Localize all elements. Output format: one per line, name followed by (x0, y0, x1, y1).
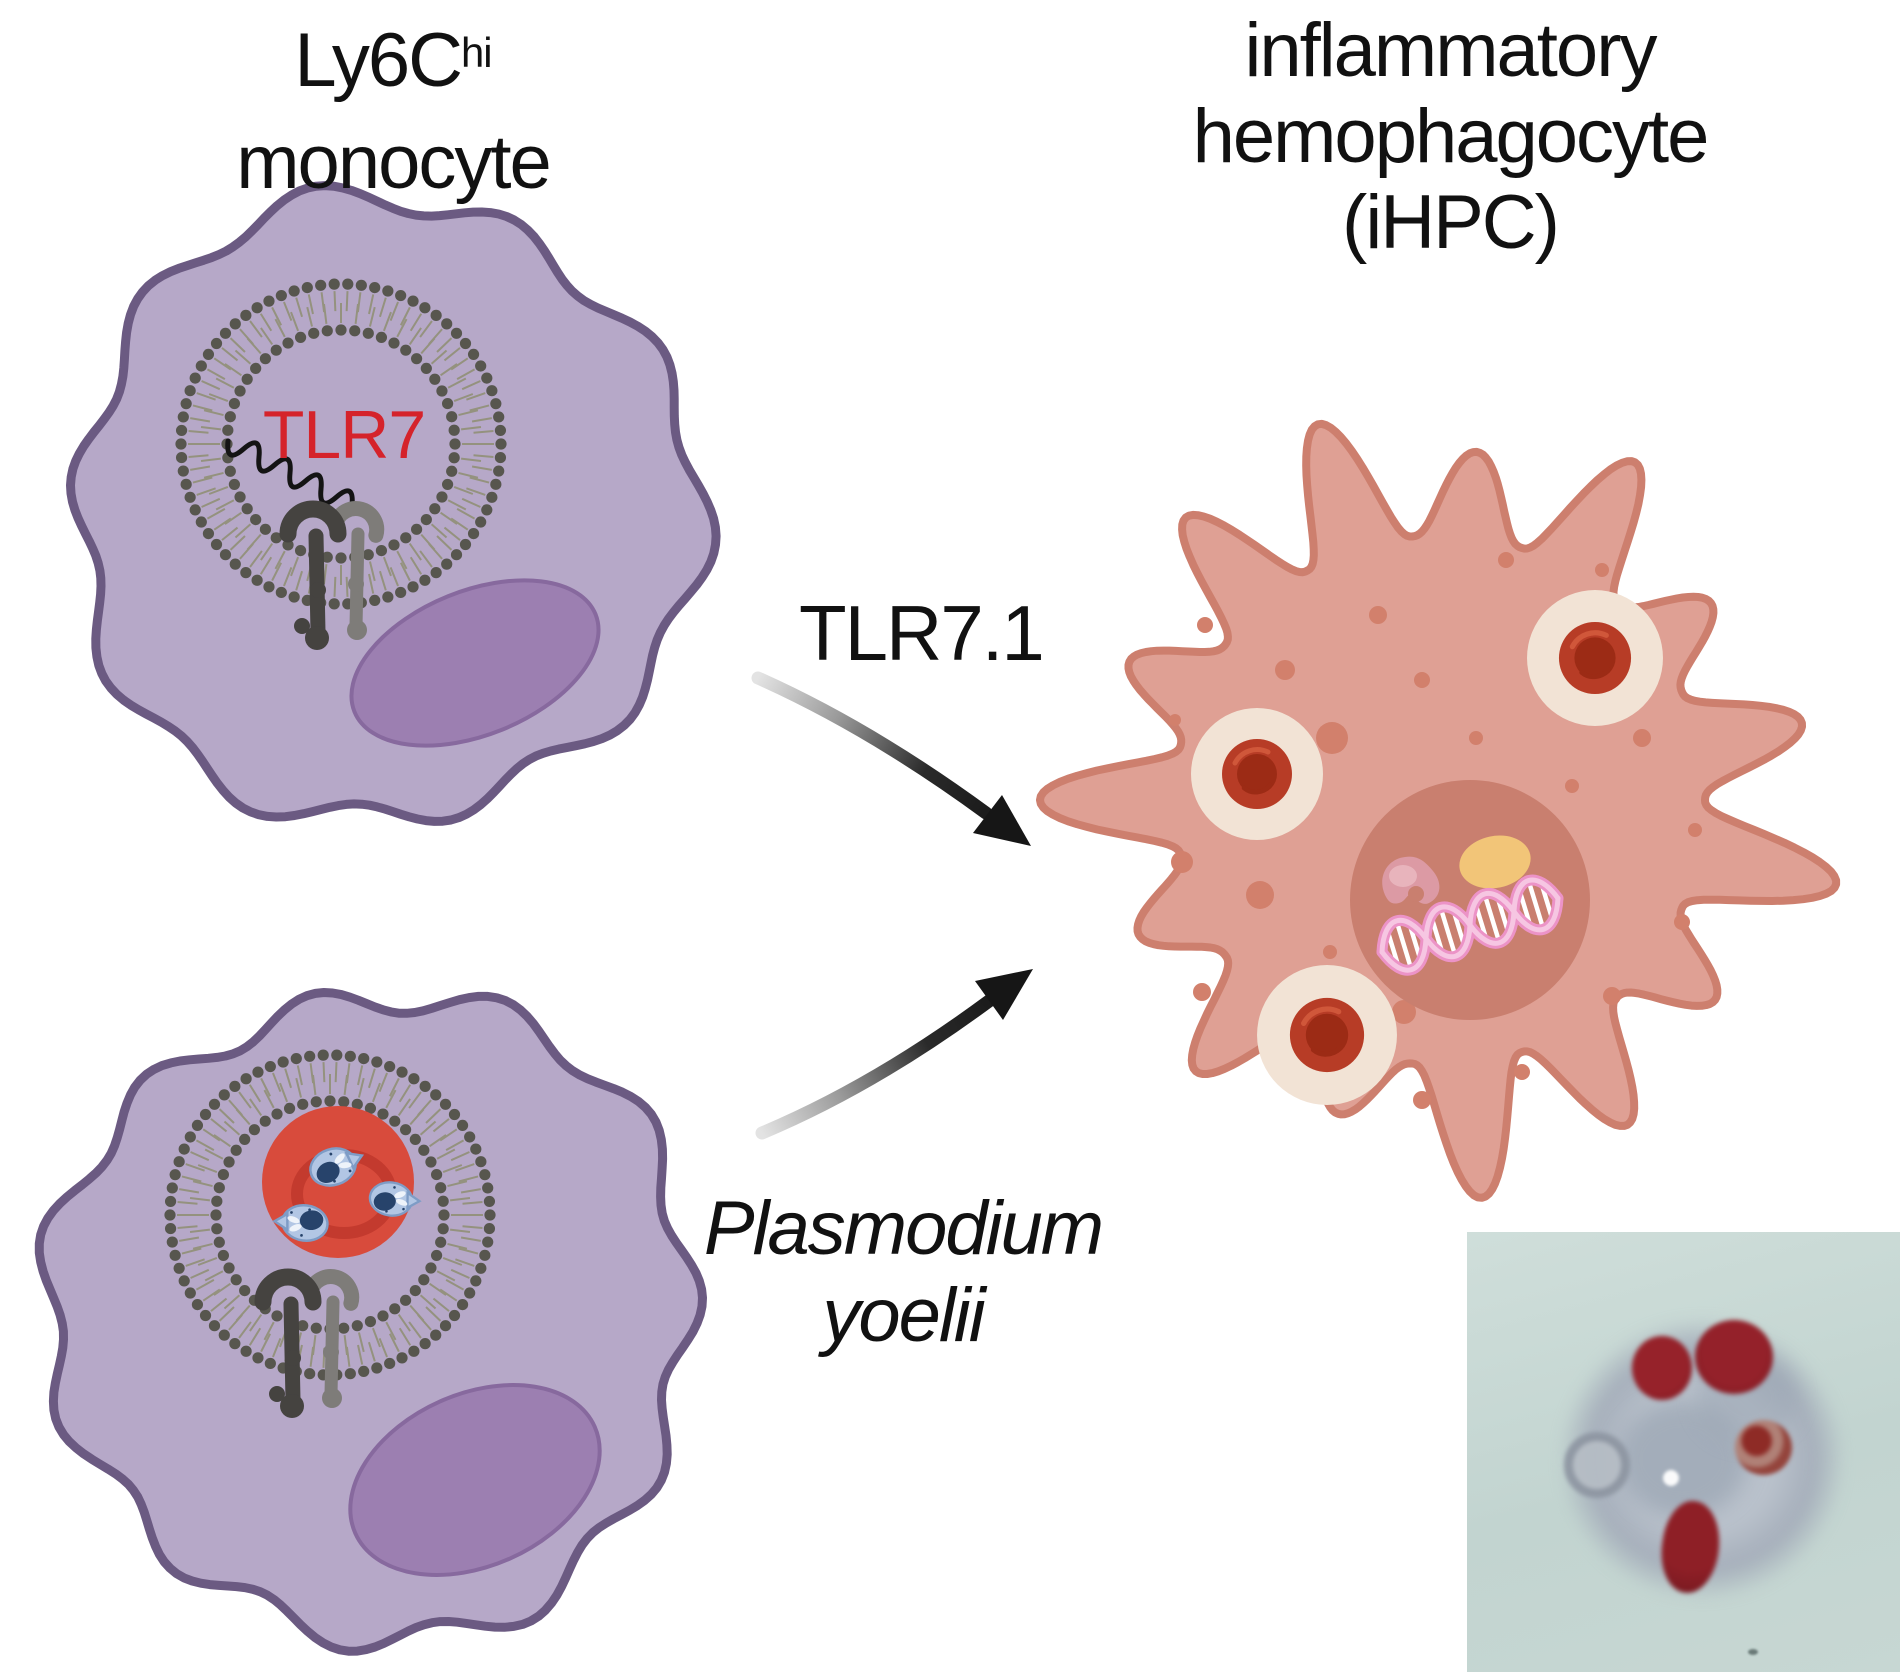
monocyte-with-parasitized-rbc (34, 988, 707, 1656)
label-plasmodium-yoelii: Plasmodium yoelii (703, 1186, 1104, 1359)
label-tlr7: TLR7 (262, 397, 426, 473)
dna-helix-icon (1376, 874, 1564, 976)
ssrna-squiggle (225, 438, 355, 508)
label-plasmodium: Plasmodium (703, 1186, 1104, 1271)
micrograph-engulfed-rbc (1695, 1320, 1773, 1394)
yellow-organelle (1459, 835, 1531, 889)
micrograph-engulfed-rbc (1735, 1420, 1792, 1475)
gene-name: Ly6C (294, 18, 463, 103)
micrograph-glint (1663, 1470, 1679, 1486)
label-monocyte: monocyte (236, 119, 551, 205)
parasitized-rbc (262, 1106, 423, 1258)
gene-superscript: hi (461, 29, 493, 77)
label-yoelii: yoelii (822, 1272, 985, 1358)
phagosome-with-rbc (1191, 708, 1323, 840)
label-inflammatory: inflammatory (1244, 8, 1658, 93)
micrograph-vacuole (1564, 1432, 1630, 1498)
label-tlr7-1: TLR7.1 (799, 589, 1045, 677)
micrograph-debris-speck (1748, 1649, 1758, 1655)
label-ihpc-abbrev: (iHPC) (1342, 179, 1560, 265)
cytoplasm-granules (1169, 552, 1702, 1109)
arrow-shaft (751, 671, 993, 820)
label-hemophagocyte: hemophagocyte (1192, 93, 1710, 179)
phagosome-with-rbc (1527, 590, 1663, 726)
arrow-plasmodium-infection (755, 969, 1033, 1140)
label-ly6c-line1: Ly6Chi (236, 10, 550, 112)
micrograph-engulfed-rbc (1632, 1336, 1692, 1400)
inflammatory-hemophagocyte (1036, 419, 1841, 1202)
arrow-tlr7-agonist (751, 671, 1031, 846)
arrow-head (973, 795, 1031, 846)
cell-nucleus (349, 578, 601, 748)
arrow-shaft (755, 994, 996, 1140)
endosome-membrane (164, 1049, 496, 1381)
phagosome-with-rbc (1257, 965, 1397, 1105)
monocyte-naive (66, 181, 721, 826)
cell-nucleus (348, 1383, 602, 1577)
arrow-head (975, 969, 1033, 1020)
micrograph-ihpc-image (1467, 1232, 1900, 1672)
cell-nucleus (1350, 780, 1590, 1020)
label-inflammatory-hemophagocyte: inflammatory hemophagocyte (iHPC) (1192, 8, 1710, 266)
pink-organelle (1382, 856, 1440, 904)
label-ly6c-monocyte: Ly6Chi monocyte (236, 10, 551, 214)
